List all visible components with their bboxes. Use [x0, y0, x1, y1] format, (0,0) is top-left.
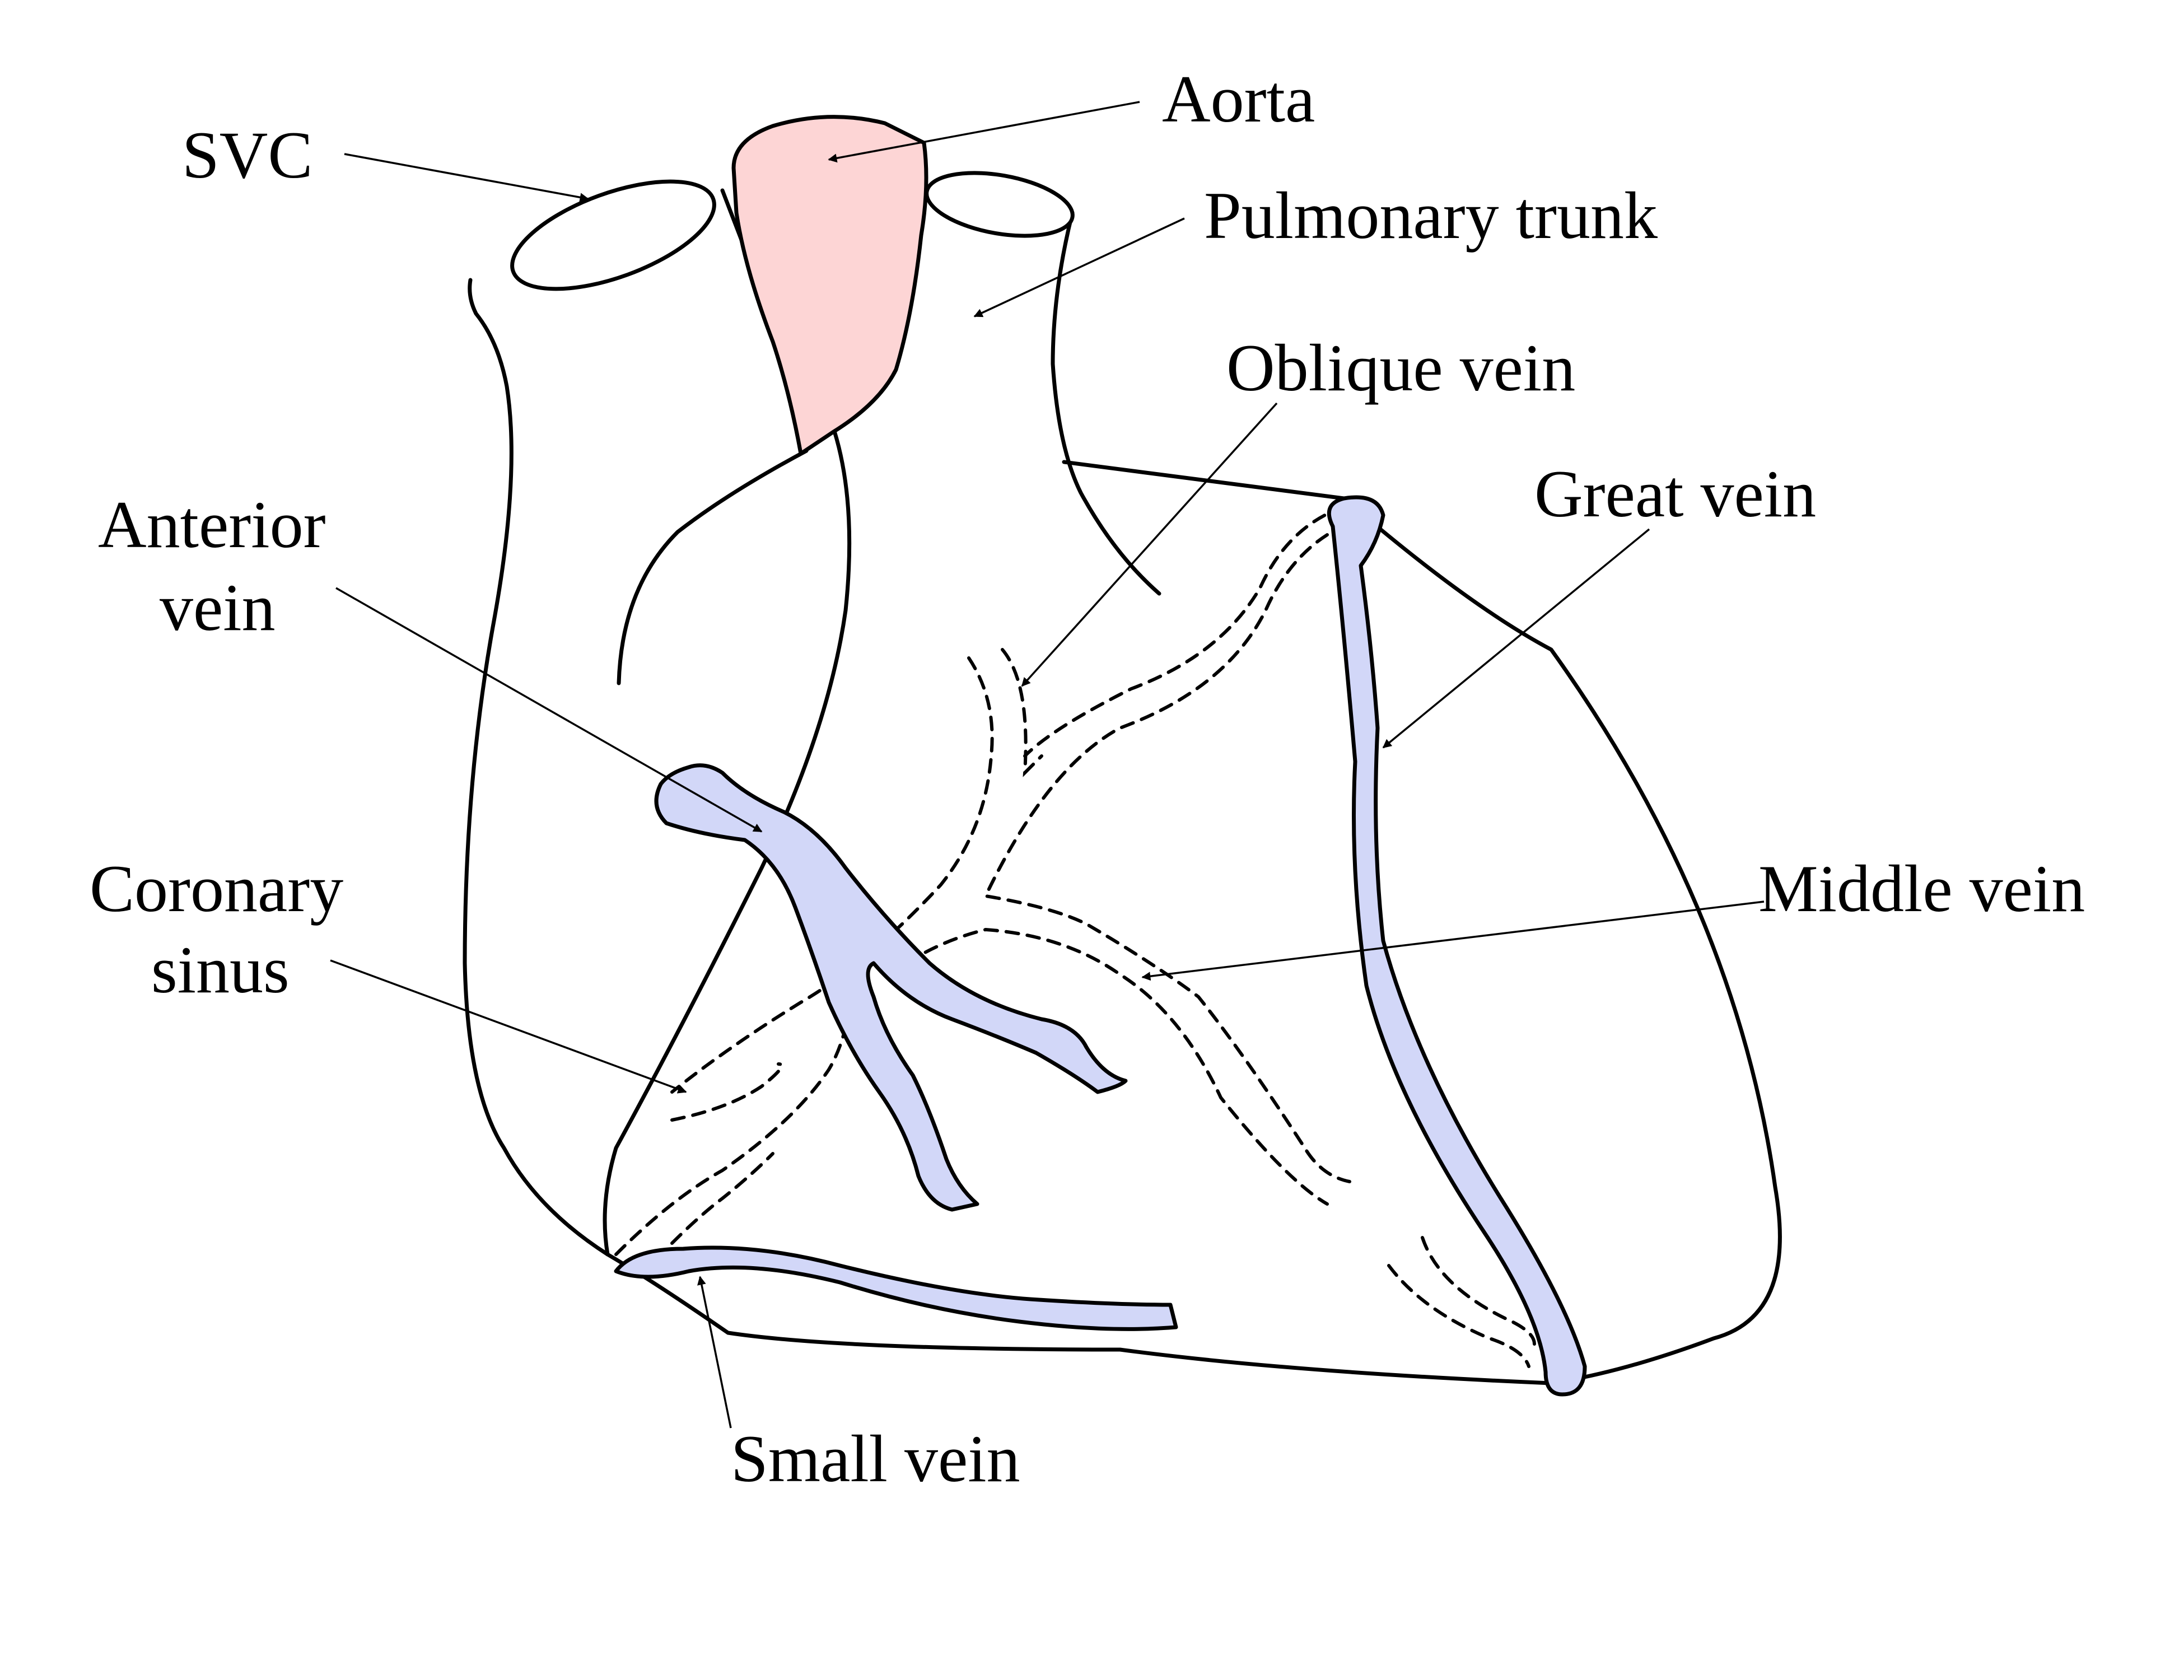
label-aorta: Aorta: [1162, 62, 1315, 136]
svc-opening: [510, 179, 716, 291]
label-middle-vein: Middle vein: [1758, 851, 2085, 926]
label-svc: SVC: [182, 118, 312, 192]
oblique-vein-dashed-b: [1001, 648, 1043, 777]
label-oblique-vein: Oblique vein: [1226, 330, 1575, 405]
inferior-dashed-a: [1421, 1236, 1536, 1346]
coronary-sinus-dashed-b: [614, 995, 853, 1256]
middle-vein-dashed-a: [906, 927, 1329, 1206]
label-anterior-vein-line2: vein: [160, 570, 276, 645]
small-vein-pointer: [697, 1276, 732, 1429]
inferior-dashed-b: [1387, 1264, 1530, 1368]
pulmonary-trunk-right-wall: [1051, 211, 1161, 596]
label-pulmonary-trunk: Pulmonary trunk: [1204, 178, 1658, 253]
great-vein-pointer: [1382, 528, 1650, 749]
oblique-vein-pointer: [1021, 402, 1278, 687]
pulmonary-trunk-opening: [925, 171, 1075, 238]
great-vein: [1327, 495, 1587, 1397]
label-coronary-sinus-line1: Coronary: [90, 851, 343, 926]
pulmonary-trunk-pointer: [973, 217, 1185, 318]
anterior-vein: [654, 763, 1128, 1212]
aorta-pointer: [828, 101, 1140, 163]
heart-outline: [463, 278, 1782, 1385]
svc-pointer: [344, 153, 589, 202]
label-great-vein: Great vein: [1534, 456, 1816, 531]
label-small-vein: Small vein: [731, 1421, 1020, 1496]
great-vein-dashed-upper: [1023, 505, 1346, 758]
label-anterior-vein-line1: Anterior: [98, 487, 326, 562]
atrial-appendage-line: [617, 449, 809, 685]
coronary-sinus-pointer: [330, 959, 687, 1094]
anterior-vein-pointer: [335, 587, 763, 833]
label-coronary-sinus-line2: sinus: [151, 932, 290, 1007]
coronary-sinus-dashed-c: [670, 1152, 774, 1245]
great-vein-dashed-lower: [983, 533, 1351, 1183]
coronary-sinus-dashed-a: [670, 1062, 783, 1122]
middle-vein-pointer: [1141, 900, 1765, 981]
oblique-vein-dashed-a: [670, 656, 994, 1094]
aorta-vessel: [731, 115, 928, 457]
small-vein: [614, 1245, 1178, 1331]
